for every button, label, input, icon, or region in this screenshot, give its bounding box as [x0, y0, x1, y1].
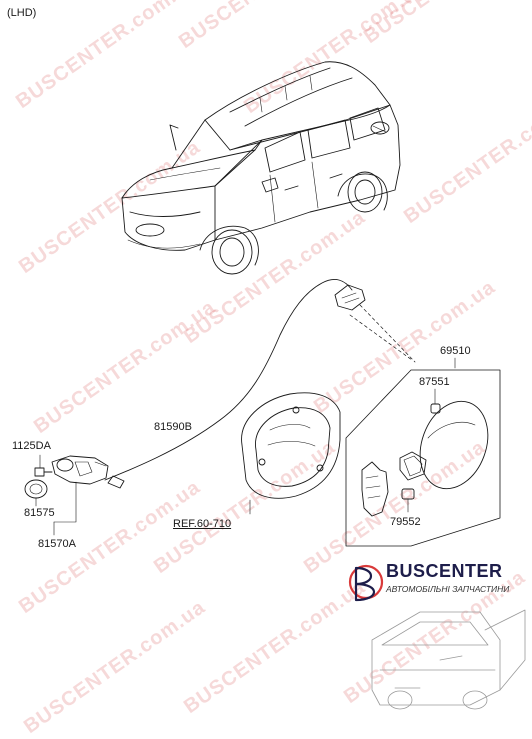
van-illustration	[371, 609, 526, 710]
part-81590b-label: 81590B	[154, 421, 192, 433]
brand-name: BUSCENTER	[386, 561, 503, 581]
variant-label: (LHD)	[7, 7, 37, 19]
part-79552-label: 79552	[390, 516, 421, 528]
part-1125da-label: 1125DA	[12, 440, 51, 452]
fuel-cap-assembly-box	[345, 357, 501, 547]
suv-illustration	[121, 61, 401, 275]
part-81575-label: 81575	[24, 507, 55, 519]
part-81570a-label: 81570A	[38, 538, 76, 550]
brand-tagline: АВТОМОБІЛЬНІ ЗАПЧАСТИНИ	[386, 584, 510, 594]
ref-label: REF.60-710	[173, 518, 232, 530]
release-lever	[24, 454, 109, 536]
release-cable	[104, 279, 416, 489]
part-87551-label: 87551	[419, 376, 450, 388]
filler-housing	[241, 392, 341, 515]
part-69510-label: 69510	[440, 345, 471, 357]
buscenter-logo-mark	[348, 564, 384, 602]
